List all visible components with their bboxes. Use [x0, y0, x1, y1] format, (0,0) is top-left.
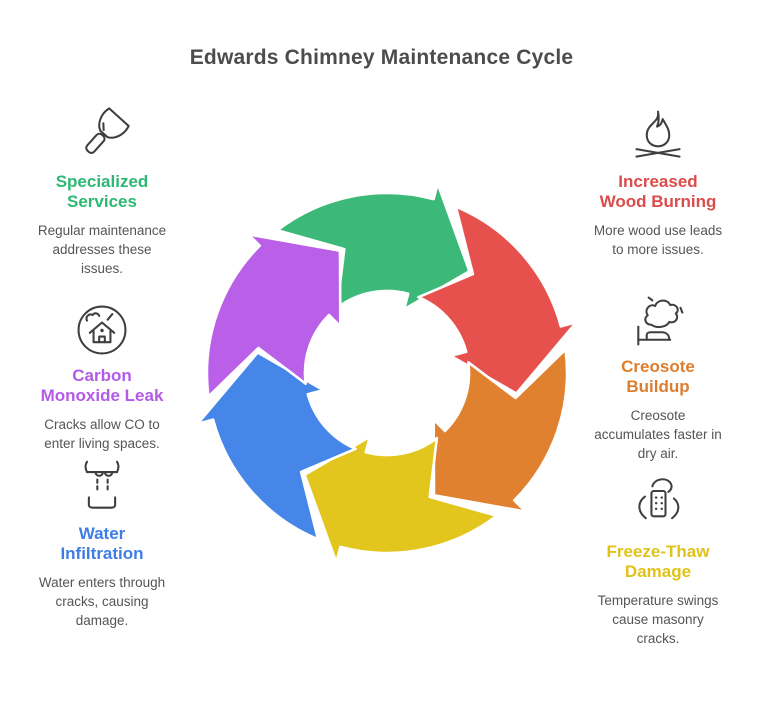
item-heading: Specialized Services: [55, 172, 149, 212]
page-title: Edwards Chimney Maintenance Cycle: [189, 46, 574, 69]
item-heading: Water Infiltration: [60, 524, 144, 564]
item-freeze-thaw-damage: Freeze-Thaw Damage Temperature swings ca…: [576, 476, 740, 649]
item-body: Cracks allow CO to enter living spaces.: [44, 417, 160, 451]
item-carbon-monoxide-leak: Carbon Monoxide Leak Cracks allow CO to …: [20, 300, 184, 454]
cycle-arrow-red: [417, 205, 578, 395]
house-circle-icon: [77, 305, 127, 355]
cycle-arrow-purple: [205, 233, 342, 398]
item-heading: Increased Wood Burning: [599, 172, 717, 212]
item-creosote-buildup: Creosote Buildup Creosote accumulates fa…: [576, 291, 740, 464]
item-water-infiltration: Water Infiltration Water enters through …: [20, 458, 184, 631]
smoke-chimney-icon: [637, 296, 684, 346]
item-heading: Creosote Buildup: [621, 357, 695, 397]
cycle-arrow-blue: [196, 351, 357, 541]
trowel-icon: [85, 107, 130, 154]
water-drip-icon: [84, 460, 120, 509]
cycle-arrow-green: [276, 182, 471, 311]
brick-flame-icon: [638, 478, 680, 520]
cycle-arrow-orange: [432, 348, 569, 513]
item-heading: Freeze-Thaw Damage: [606, 542, 710, 582]
campfire-icon: [635, 110, 681, 158]
item-heading: Carbon Monoxide Leak: [40, 366, 164, 406]
item-body: Water enters through cracks, causing dam…: [38, 575, 166, 628]
item-increased-wood-burning: Increased Wood Burning More wood use lea…: [576, 106, 740, 260]
item-body: More wood use leads to more issues.: [593, 223, 723, 257]
item-body: Creosote accumulates faster in dry air.: [594, 408, 722, 461]
cycle-diagram: [196, 182, 578, 564]
item-body: Regular maintenance addresses these issu…: [37, 223, 167, 276]
cycle-arrow-yellow: [303, 435, 498, 564]
item-specialized-services: Specialized Services Regular maintenance…: [20, 106, 184, 279]
item-body: Temperature swings cause masonry cracks.: [597, 593, 719, 646]
